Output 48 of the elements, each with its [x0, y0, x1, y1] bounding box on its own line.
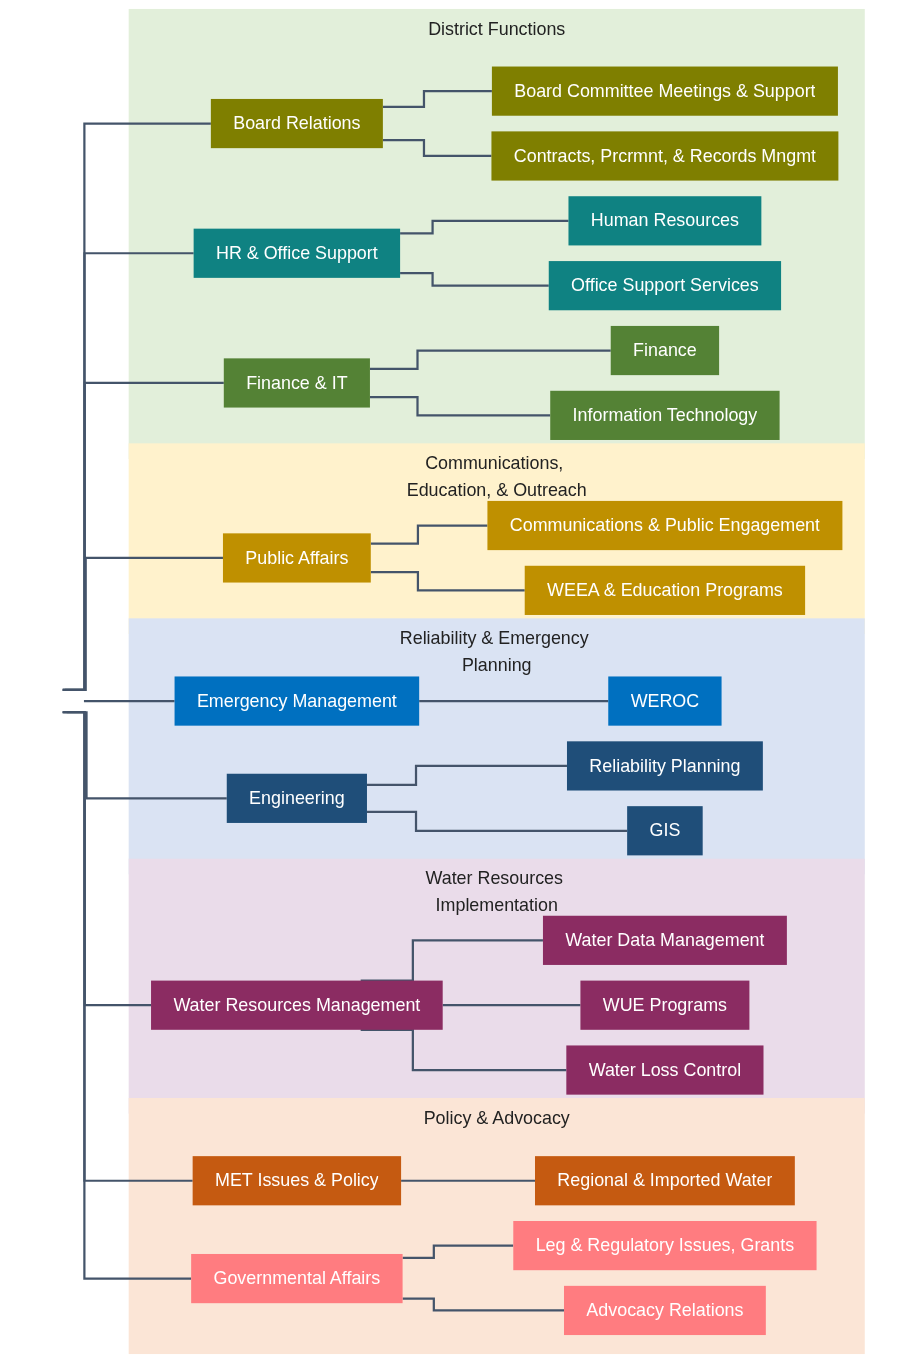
connector-line [369, 395, 551, 417]
unit-box: Finance & IT [223, 358, 370, 408]
connector-line [400, 219, 569, 235]
unit-box: Public Affairs [222, 533, 371, 583]
unit-box: Emergency Management [174, 676, 420, 726]
unit-box: Board Relations [210, 98, 383, 149]
connector-line [370, 571, 525, 592]
connector-line [369, 349, 611, 370]
unit-box: WUE Programs [580, 980, 750, 1030]
connector-line [419, 699, 609, 703]
connector-line [65, 556, 223, 691]
unit-box: Engineering [226, 773, 367, 823]
unit-box: Finance [610, 325, 720, 376]
unit-box: Office Support Services [548, 261, 782, 311]
connector-line [370, 524, 488, 545]
connector-line [83, 699, 175, 703]
connector-line [402, 1297, 564, 1312]
unit-box: MET Issues & Policy [192, 1156, 402, 1206]
connector-line [382, 90, 492, 109]
unit-box: WEROC [608, 676, 722, 726]
connector-line [442, 1004, 581, 1007]
unit-box: Water Data Management [542, 915, 787, 965]
unit-box: Water Loss Control [566, 1045, 764, 1095]
unit-box: Contracts, Prcrmnt, & Records Mngmt [491, 131, 839, 181]
connector-line [62, 711, 192, 1280]
unit-box: HR & Office Support [193, 228, 401, 278]
unit-box: GIS [627, 806, 703, 856]
connector-line [62, 122, 211, 691]
connector-line [360, 939, 543, 982]
unit-box: Governmental Affairs [191, 1254, 403, 1304]
unit-box: Advocacy Relations [564, 1285, 766, 1336]
connector-line [360, 1028, 567, 1072]
unit-box: Communications & Public Engagement [487, 500, 843, 551]
unit-box: Regional & Imported Water [535, 1156, 795, 1206]
connector-line [367, 810, 628, 832]
connector-line [63, 381, 224, 691]
connector-line [402, 1244, 514, 1259]
unit-box: Reliability Planning [567, 741, 763, 791]
connector-line [400, 272, 549, 287]
unit-box: Board Committee Meetings & Support [491, 66, 838, 116]
unit-box: Information Technology [550, 390, 780, 440]
unit-box: Human Resources [568, 196, 762, 246]
connector-line [367, 764, 567, 786]
unit-box: Leg & Regulatory Issues, Grants [513, 1221, 817, 1271]
unit-box: WEEA & Education Programs [524, 565, 806, 615]
unit-box: Water Resources Management [151, 980, 443, 1030]
connector-line [401, 1179, 535, 1182]
connector-line [382, 139, 492, 158]
